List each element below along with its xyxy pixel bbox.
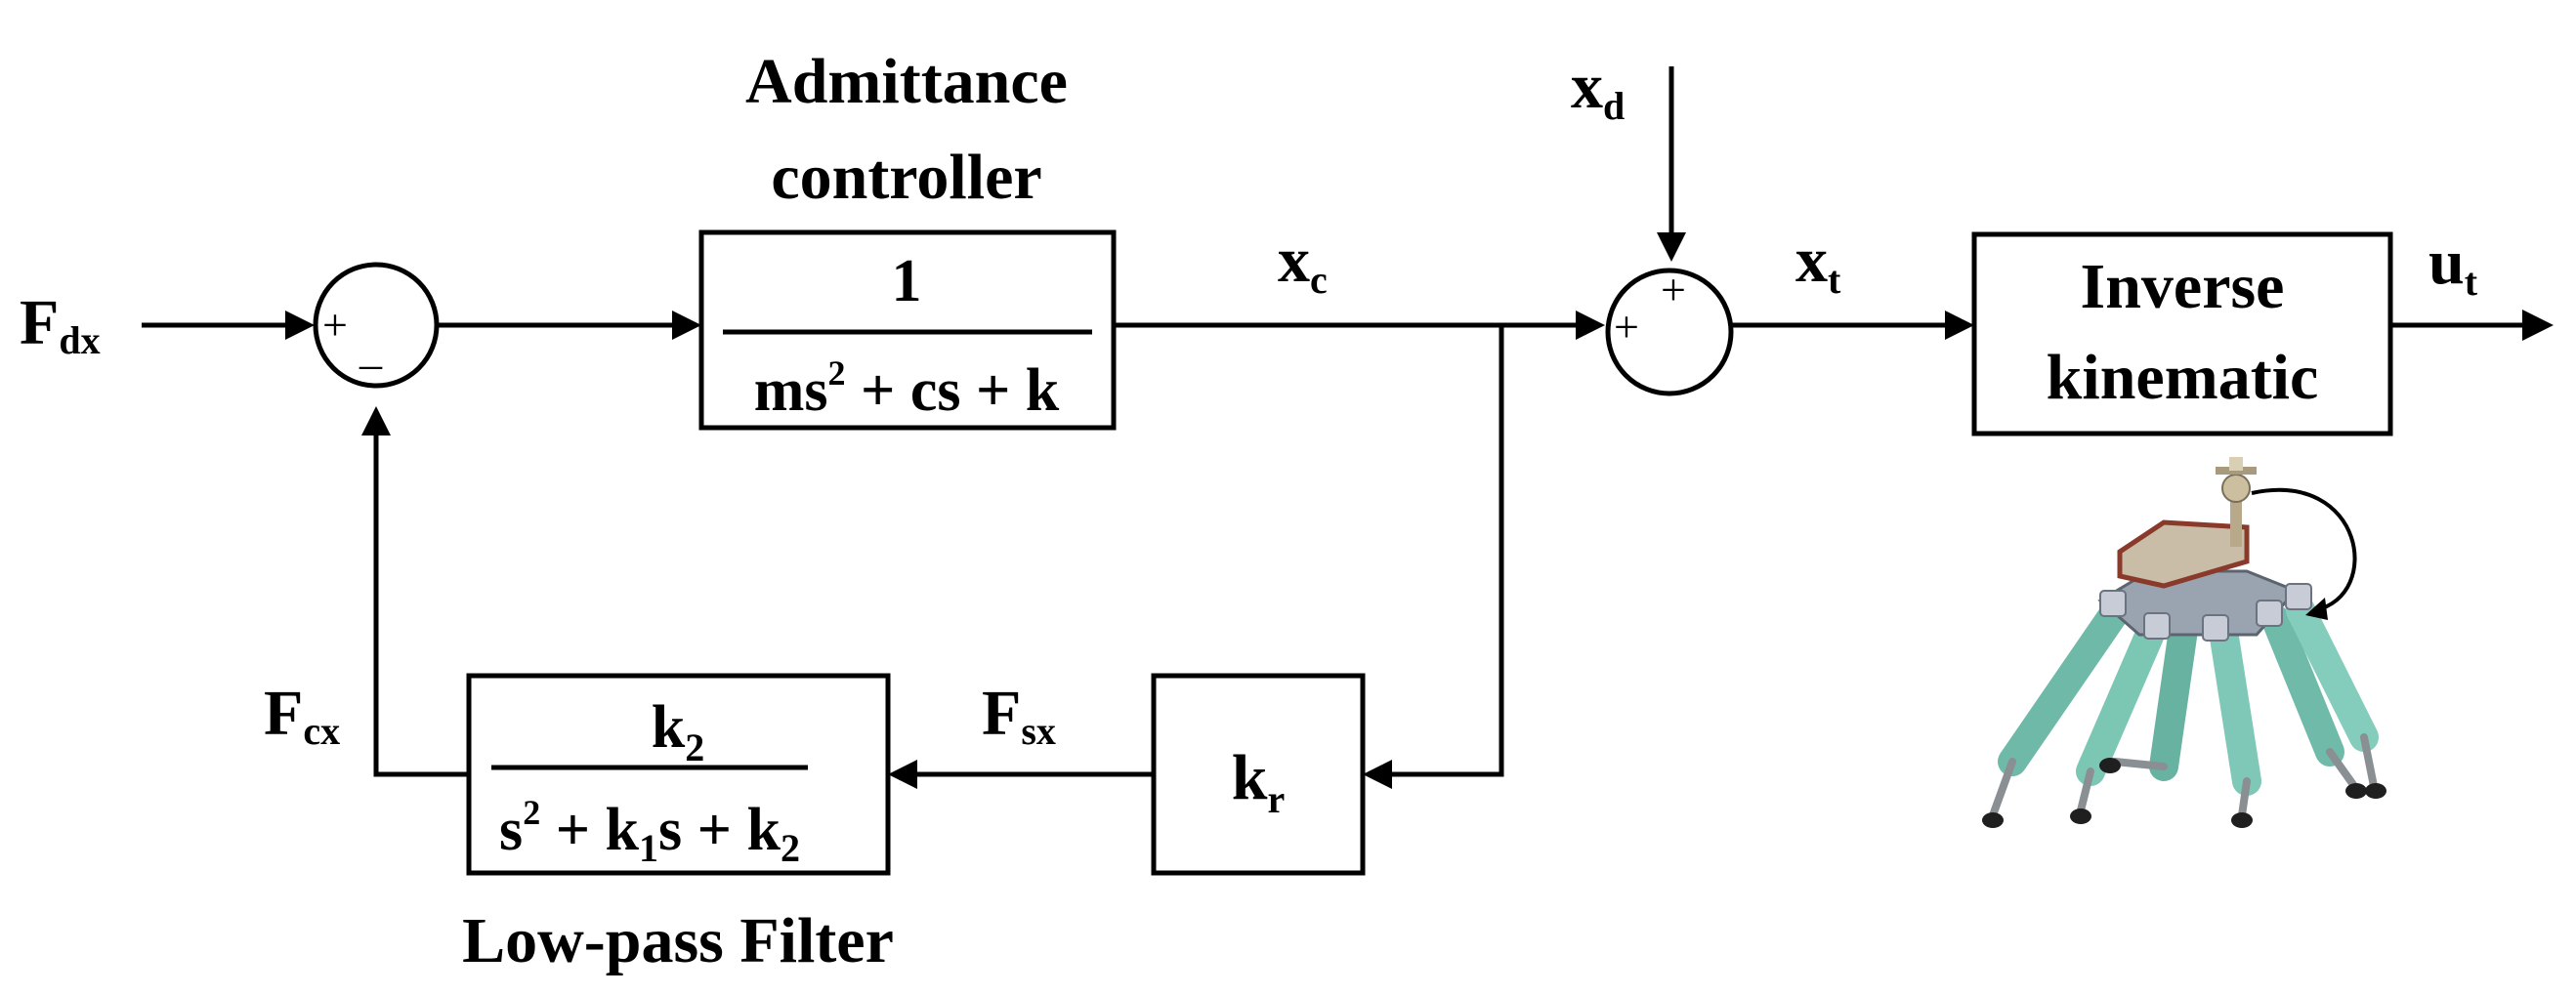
robot-top-platform <box>2117 519 2250 589</box>
inverse-kinematic-block: Inverse kinematic <box>1971 231 2393 436</box>
robot-joints <box>2099 583 2312 642</box>
sum1-plus-sign: + <box>322 300 348 350</box>
summing-junction-1: + _ <box>313 262 440 389</box>
filter-denominator: s2 + k1s + k2 <box>499 793 800 870</box>
gain-kr-label: kr <box>1232 742 1285 821</box>
rotation-arrow-icon <box>2251 488 2357 612</box>
arrowhead-xd <box>1657 232 1686 262</box>
signal-label-xt: xt <box>1795 225 1841 302</box>
sum2-plus-left-sign: + <box>1614 302 1639 352</box>
robot-legs <box>1989 591 2379 819</box>
summing-junction-2: + + <box>1605 265 1734 396</box>
signal-label-fsx: Fsx <box>982 678 1056 753</box>
signal-label-ut: ut <box>2428 227 2478 304</box>
gain-kr-block: kr <box>1151 673 1366 876</box>
signal-lines <box>142 66 2554 789</box>
robot-mast <box>2216 457 2257 547</box>
inverse-kinematic-line2: kinematic <box>2047 342 2319 413</box>
arrowhead-output <box>2522 310 2554 341</box>
arrowhead-admittance-input <box>672 311 701 340</box>
line-filter-to-sum1 <box>373 430 469 777</box>
inverse-kinematic-line1: Inverse <box>2081 251 2285 322</box>
arrowhead-filter-input <box>888 760 917 789</box>
line-feedback-branch <box>1385 325 1504 777</box>
filter-title: Low-pass Filter <box>462 905 894 976</box>
sum2-plus-top-sign: + <box>1661 265 1686 314</box>
admittance-title-line1: Admittance <box>745 46 1068 117</box>
arrowhead-inverse-input <box>1945 311 1974 340</box>
admittance-controller-block: Admittance controller 1 ms2 + cs + k <box>698 46 1117 431</box>
filter-numerator: k2 <box>652 694 704 769</box>
signal-label-xd: xd <box>1571 51 1625 128</box>
signal-label-fcx: Fcx <box>264 678 340 753</box>
hexapod-robot-illustration <box>1982 457 2386 828</box>
arrowhead-sum1-input <box>285 311 315 340</box>
admittance-denominator: ms2 + cs + k <box>754 353 1060 424</box>
signal-label-fdx: Fdx <box>20 287 101 362</box>
arrowhead-gain-input <box>1363 760 1392 789</box>
admittance-numerator: 1 <box>892 248 922 314</box>
robot-feet <box>1982 758 2386 828</box>
sum1-minus-sign: _ <box>359 323 383 373</box>
admittance-title-line2: controller <box>771 142 1041 213</box>
signal-label-xc: xc <box>1278 225 1328 302</box>
arrowhead-sum2-input <box>1576 311 1605 340</box>
low-pass-filter-block: k2 s2 + k1s + k2 Low-pass Filter <box>462 673 894 976</box>
arrowhead-sum1-feedback <box>361 406 391 435</box>
